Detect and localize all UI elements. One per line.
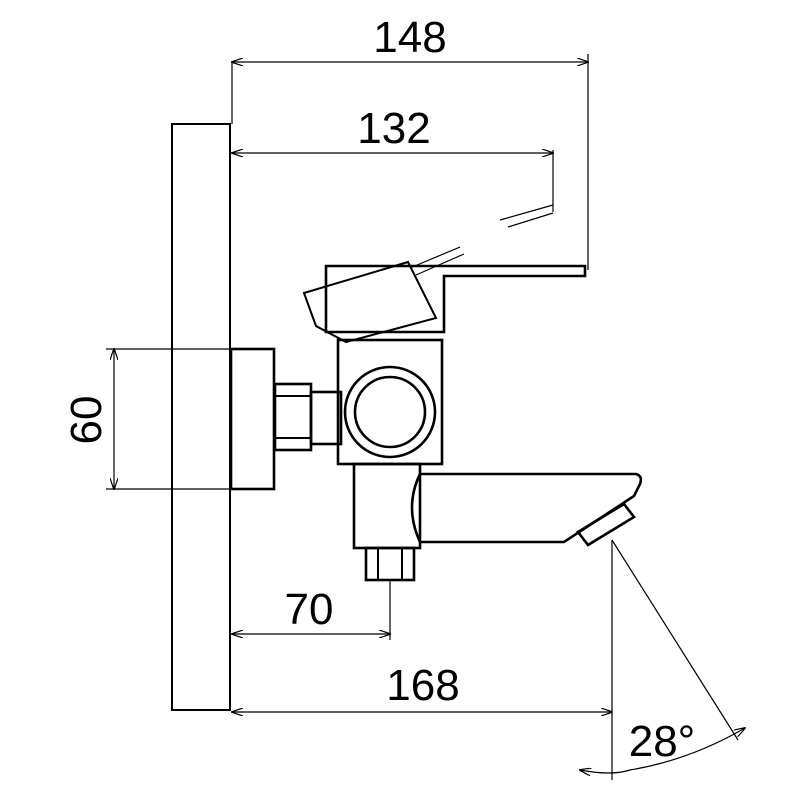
- connector-nut: [273, 382, 343, 452]
- outlet-nut: [364, 546, 416, 582]
- dimension-label-132: 132: [357, 104, 430, 153]
- valve-body: [336, 338, 444, 466]
- nipple: [309, 390, 343, 446]
- handle-rotated-outline: [302, 260, 438, 344]
- dimension-label-60: 60: [62, 396, 111, 445]
- outlet-block: [352, 462, 422, 550]
- inlet-circle-inner: [353, 375, 427, 449]
- dimension-inlet-offset: 70: [232, 580, 390, 640]
- dimension-spout-reach: 168: [232, 540, 612, 780]
- inlet-circle-outer: [343, 365, 437, 459]
- dimension-label-70: 70: [285, 585, 334, 634]
- dimension-total-height: 148: [232, 13, 588, 270]
- spout-body: [420, 472, 643, 544]
- dimension-spout-angle: 28°: [580, 539, 745, 773]
- dimension-label-28deg: 28°: [629, 717, 696, 766]
- nut-body: [273, 382, 313, 452]
- dimension-handle-reach: 132: [232, 104, 553, 153]
- outlet-body: [352, 462, 422, 582]
- valve-housing: [336, 338, 444, 466]
- wall-flange: [229, 347, 276, 491]
- aerator: [576, 502, 636, 547]
- dimension-label-148: 148: [373, 13, 446, 62]
- dimension-label-168: 168: [386, 661, 459, 710]
- flange-plate: [229, 347, 276, 491]
- brick-wall: [171, 123, 231, 711]
- wall: [171, 123, 231, 711]
- lever-handle: [302, 150, 587, 344]
- dimension-body-width: 60: [62, 349, 231, 489]
- spout: [410, 472, 643, 547]
